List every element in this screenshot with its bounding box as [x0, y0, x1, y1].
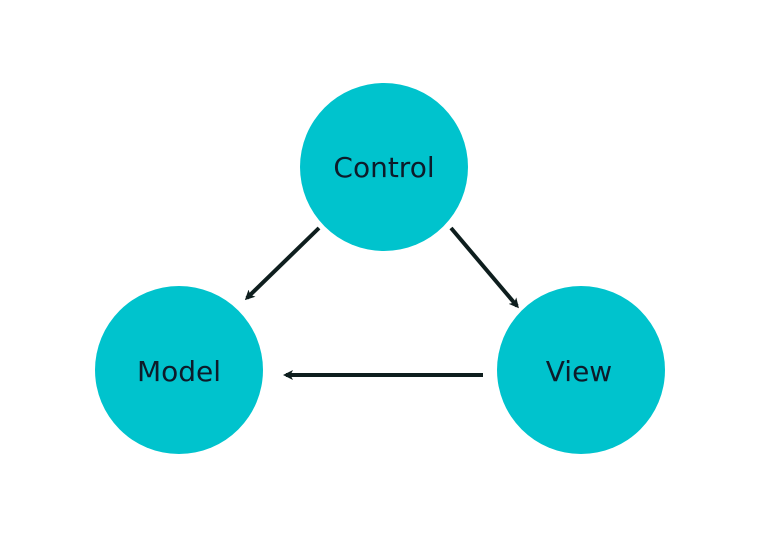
- edge-control-to-model: [244, 226, 321, 301]
- node-view-circle: [497, 286, 665, 454]
- node-model-circle: [95, 286, 263, 454]
- edge-control-to-view: [449, 226, 519, 309]
- node-model: Model: [95, 286, 263, 454]
- node-control: Control: [300, 83, 468, 251]
- node-view-label: View: [546, 355, 612, 388]
- node-view: View: [497, 286, 665, 454]
- node-control-circle: [300, 83, 468, 251]
- node-control-label: Control: [333, 151, 434, 184]
- node-model-label: Model: [137, 355, 221, 388]
